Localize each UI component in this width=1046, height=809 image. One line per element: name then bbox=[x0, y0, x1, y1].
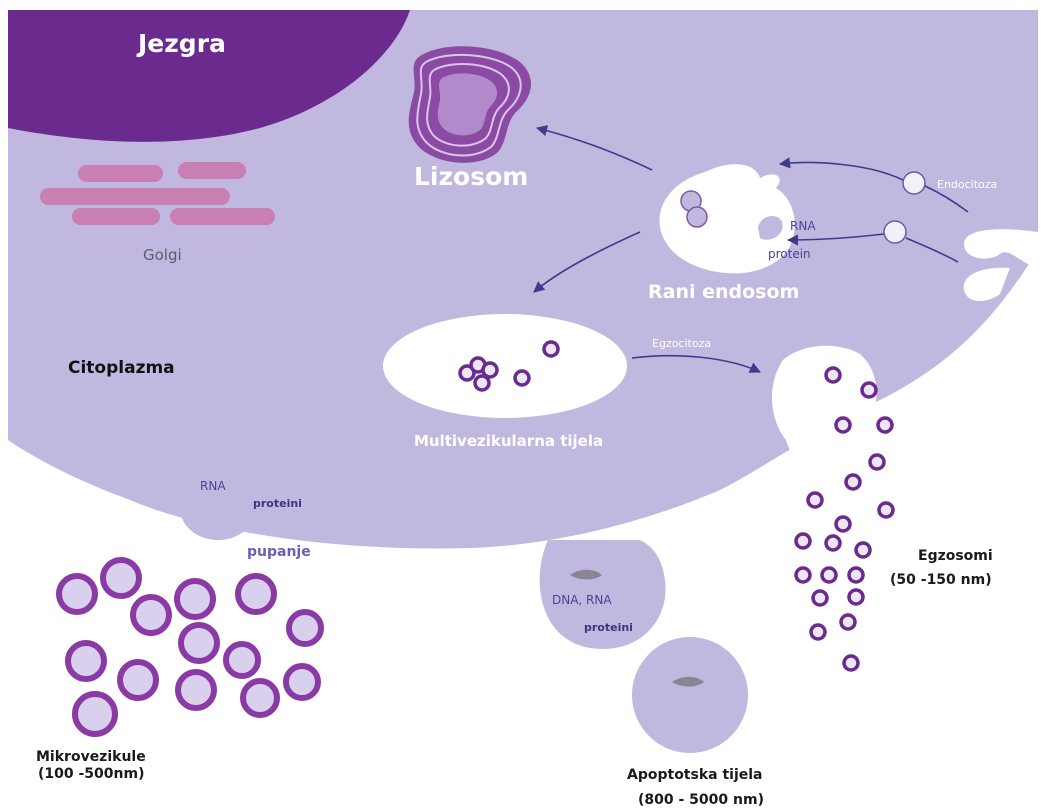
early-endosome-label: Rani endosom bbox=[648, 281, 799, 303]
apoptotic-bleb bbox=[539, 540, 666, 649]
dna-fragment-icon bbox=[570, 569, 602, 580]
arrow-mvb-to-exocytosis bbox=[631, 354, 762, 373]
arrow-vesicle-to-endosome bbox=[786, 233, 885, 246]
arrow-endosome-to-lysosome bbox=[535, 125, 653, 171]
budding-label: pupanje bbox=[247, 544, 311, 560]
apoptotic-proteins-label: proteini bbox=[584, 621, 633, 634]
membrane-pit bbox=[964, 229, 1038, 267]
endocytic-vesicle bbox=[902, 171, 926, 195]
exocytosis-pocket bbox=[771, 345, 877, 464]
golgi-label: Golgi bbox=[143, 246, 182, 264]
exosomes bbox=[794, 366, 895, 672]
apoptotic-dna-rna-label: DNA, RNA bbox=[552, 593, 612, 607]
cytoplasm-label: Citoplazma bbox=[68, 358, 175, 378]
arrow-endocytosis-to-endosome bbox=[778, 157, 904, 181]
golgi-apparatus bbox=[40, 162, 275, 225]
arrow-pit-to-vesicle bbox=[924, 185, 969, 213]
apoptotic-body bbox=[632, 637, 748, 753]
exosomes-size-label: (50 -150 nm) bbox=[890, 572, 992, 588]
mvb-vesicles bbox=[458, 340, 560, 392]
endosome-rna-label: RNA bbox=[790, 219, 816, 233]
budding-rna-label: RNA bbox=[200, 479, 226, 493]
lysosome-label: Lizosom bbox=[414, 162, 528, 191]
apoptotic-bodies-label: Apoptotska tijela bbox=[627, 767, 763, 783]
membrane-pit bbox=[963, 267, 1010, 301]
budding-vesicle bbox=[180, 476, 256, 540]
exosomes-label: Egzosomi bbox=[918, 548, 993, 564]
arrow-endosome-to-mvb bbox=[533, 231, 641, 293]
apoptotic-size-label: (800 - 5000 nm) bbox=[638, 792, 764, 808]
dna-fragment-icon bbox=[672, 676, 704, 687]
microvesicles-size-label: (100 -500nm) bbox=[38, 766, 144, 782]
endosome-protein-label: protein bbox=[768, 247, 811, 261]
endocytic-vesicle bbox=[883, 220, 907, 244]
endocytosis-label: Endocitoza bbox=[937, 178, 997, 191]
arrow-pit2-to-vesicle bbox=[905, 237, 959, 263]
microvesicles bbox=[56, 557, 324, 737]
lysosome bbox=[408, 46, 532, 163]
budding-proteins-label: proteini bbox=[253, 497, 302, 510]
early-endosome bbox=[659, 164, 795, 274]
nucleus bbox=[8, 10, 410, 142]
nucleus-label: Jezgra bbox=[136, 29, 226, 58]
multivesicular-body bbox=[383, 314, 627, 418]
exocytosis-label: Egzocitoza bbox=[652, 337, 711, 350]
microvesicles-label: Mikrovezikule bbox=[36, 749, 146, 765]
mvb-label: Multivezikularna tijela bbox=[414, 432, 603, 450]
